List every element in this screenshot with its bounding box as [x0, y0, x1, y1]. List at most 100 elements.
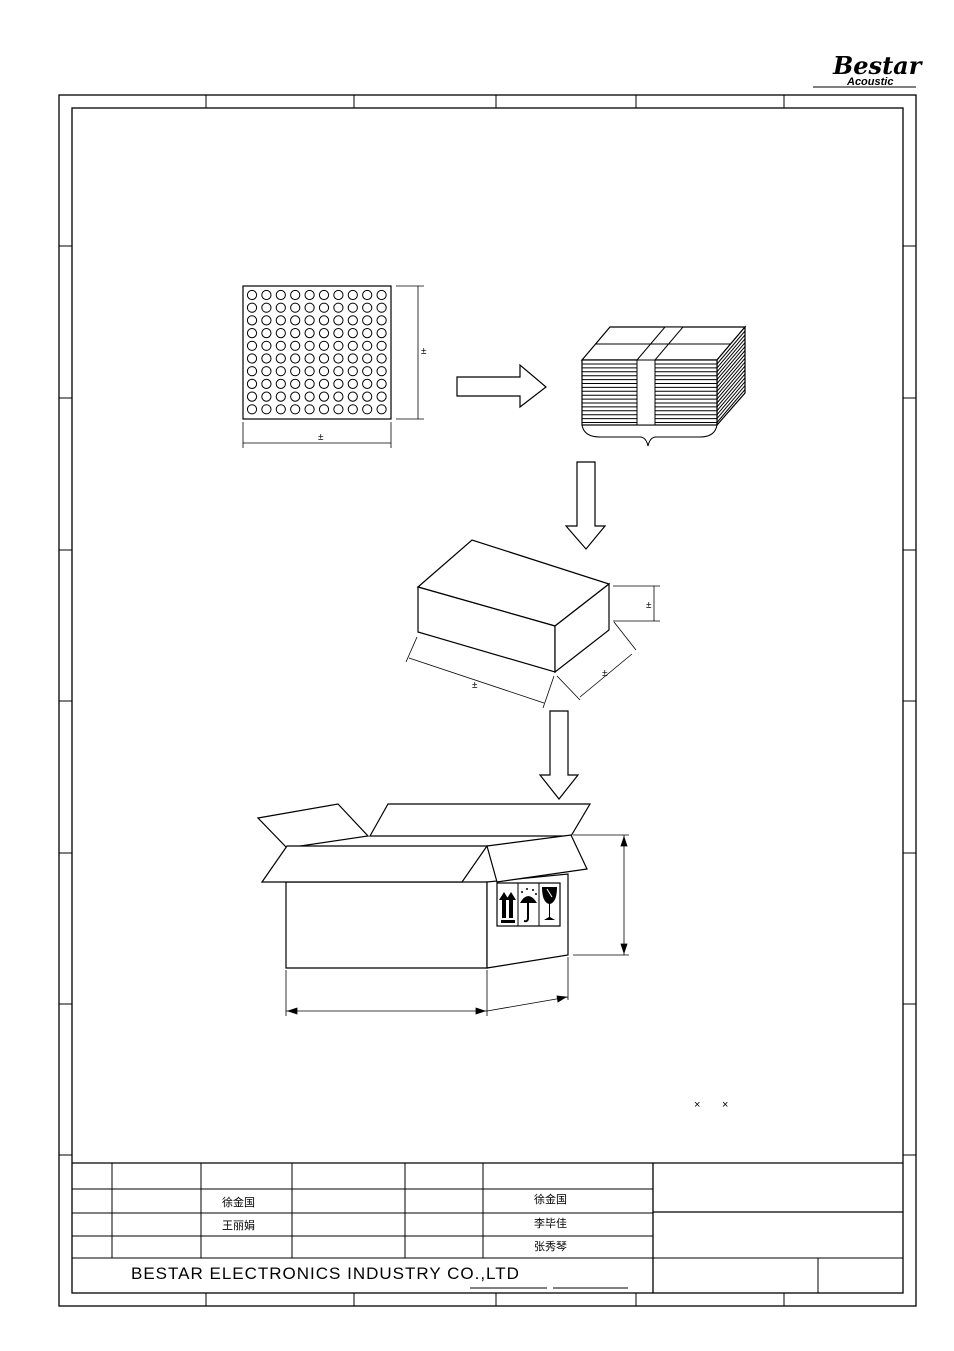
tray-hole [275, 340, 286, 351]
tray-hole [347, 378, 358, 389]
tray-stack [580, 325, 747, 447]
drafter-name: 徐金国 [222, 1195, 255, 1209]
tray-layer-side-line [716, 373, 746, 408]
tray-hole [290, 302, 301, 313]
tray-hole [318, 404, 330, 415]
tray-hole [318, 289, 330, 301]
tray-hole [376, 353, 387, 364]
tray-layer-side-line [716, 330, 746, 365]
tray-hole [246, 328, 258, 339]
arrow-down-icon [538, 710, 580, 800]
tray-hole [362, 289, 373, 301]
tray-hole [318, 328, 330, 339]
tray-hole [261, 340, 272, 351]
tray-hole [318, 366, 330, 377]
tray-hole [290, 328, 301, 339]
tray-hole [376, 404, 387, 415]
tray-layer-side-line [716, 365, 746, 400]
tray-hole [304, 404, 315, 415]
tray-hole [304, 391, 315, 402]
tray-hole [290, 353, 301, 364]
tray-layer-side-line [716, 389, 746, 423]
tray-hole [347, 340, 358, 351]
tray-hole [290, 378, 301, 389]
blister-tray: ± ± [242, 285, 427, 448]
tray-hole [376, 391, 387, 402]
tray-hole [333, 315, 344, 326]
tray-layer-side-line [716, 338, 746, 373]
tray-hole [261, 353, 272, 364]
tray-hole [362, 302, 373, 313]
tray-hole [362, 315, 373, 326]
tray-hole [261, 378, 272, 389]
tray-hole [318, 353, 330, 364]
tray-layer-side-line [716, 354, 746, 388]
tray-hole [304, 378, 315, 389]
tray-hole [290, 404, 301, 415]
tray-hole [246, 366, 258, 377]
tray-hole [362, 391, 373, 402]
tray-hole [246, 302, 258, 313]
fragile-icon [542, 887, 557, 920]
carton-size-sep-1: × [694, 1099, 700, 1111]
tray-layer-side-line [716, 381, 746, 416]
tray-layer-side-line [716, 385, 746, 419]
tray-hole [333, 353, 344, 364]
box-height-dim: ± [646, 600, 652, 611]
carton-size-sep-2: × [722, 1099, 728, 1111]
tray-hole [333, 289, 344, 301]
tray-hole [304, 302, 315, 313]
tray-hole [376, 328, 387, 339]
company-name: BESTAR ELECTRONICS INDUSTRY CO.,LTD [131, 1264, 520, 1283]
tray-hole [347, 391, 358, 402]
tray-hole [333, 328, 344, 339]
tray-hole [261, 289, 272, 301]
tray-hole [333, 366, 344, 377]
tray-hole [347, 366, 358, 377]
tray-hole [376, 289, 387, 301]
drawing-frame [58, 94, 917, 1307]
tray-hole [362, 340, 373, 351]
tray-hole [275, 391, 286, 402]
tray-hole [261, 328, 272, 339]
keep-dry-icon [520, 888, 537, 923]
tray-hole [275, 289, 286, 301]
tray-hole [261, 315, 272, 326]
tray-hole [318, 315, 330, 326]
tray-width-dim: ± [318, 432, 324, 443]
tray-hole [275, 302, 286, 313]
approver-name: 李毕佳 [534, 1216, 567, 1230]
tray-hole [290, 366, 301, 377]
tray-hole [290, 315, 301, 326]
tray-hole [347, 328, 358, 339]
tray-hole [261, 302, 272, 313]
this-side-up-icon [499, 892, 516, 923]
tray-hole [333, 378, 344, 389]
checker-name: 徐金国 [534, 1192, 567, 1206]
tray-hole [362, 366, 373, 377]
box-depth-dim: ± [602, 668, 608, 679]
tray-hole [333, 404, 344, 415]
tray-hole [246, 315, 258, 326]
tray-layer-side-line [716, 350, 746, 384]
logo-brand: Bestar [832, 51, 924, 80]
tray-hole [275, 353, 286, 364]
box-length-dim: ± [472, 680, 478, 691]
tray-hole [304, 289, 315, 301]
tray-hole [333, 340, 344, 351]
tray-hole [347, 289, 358, 301]
tray-hole [318, 340, 330, 351]
tray-hole [347, 315, 358, 326]
tray-hole [246, 289, 258, 301]
tray-hole [246, 353, 258, 364]
tray-hole [347, 353, 358, 364]
tray-layer-side-line [716, 357, 746, 392]
tray-hole [246, 340, 258, 351]
tray-hole [304, 340, 315, 351]
tray-hole [376, 302, 387, 313]
tray-layer-side-line [716, 342, 746, 377]
tray-hole [261, 404, 272, 415]
tray-hole [275, 315, 286, 326]
tray-layer-side-line [716, 377, 746, 412]
tray-hole [246, 391, 258, 402]
